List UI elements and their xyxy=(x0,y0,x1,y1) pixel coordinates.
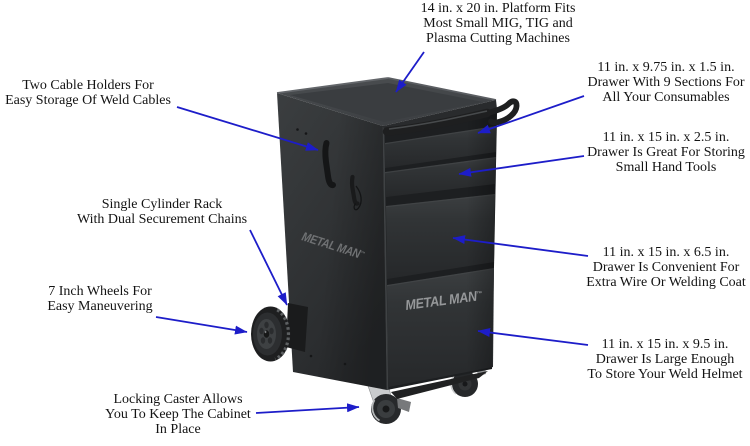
wheel-spoke-hole xyxy=(267,337,273,344)
rear-wheel xyxy=(251,303,308,362)
wheel-spoke-hole xyxy=(260,337,266,344)
screw xyxy=(309,354,313,358)
annotation-line: 11 in. x 15 in. x 6.5 in. xyxy=(602,245,730,260)
annotation-line: Small Hand Tools xyxy=(615,160,717,175)
annotation-line: Single Cylinder Rack xyxy=(101,197,223,212)
arrow-drawer-wire-coat xyxy=(452,235,589,257)
annotation-drawer-hand-tools: 11 in. x 15 in. x 2.5 in. Drawer Is Grea… xyxy=(587,130,745,175)
rear-caster-highlight xyxy=(450,375,457,395)
annotation-line: Plasma Cutting Machines xyxy=(426,31,570,46)
platform-tray-recess xyxy=(290,83,483,122)
cart-base xyxy=(391,371,488,399)
arrow-drawer-consumables xyxy=(477,95,585,134)
annotation-wheels: 7 Inch Wheels For Easy Maneuvering xyxy=(47,284,152,314)
arrow-wheels xyxy=(155,316,248,335)
screw xyxy=(304,132,308,135)
annotation-drawer-wire-coat: 11 in. x 15 in. x 6.5 in. Drawer Is Conv… xyxy=(586,245,746,290)
welding-cart: METAL MAN™ METAL MAN™ xyxy=(251,77,520,424)
annotation-line: You To Keep The Cabinet xyxy=(105,407,251,422)
caster-highlight xyxy=(371,399,381,422)
annotation-line: Easy Maneuvering xyxy=(47,299,153,314)
arrow-drawer-helmet xyxy=(477,328,589,346)
annotation-line: To Store Your Weld Helmet xyxy=(587,367,743,382)
arrow-platform xyxy=(395,51,425,93)
annotation-line: Drawer Is Convenient For xyxy=(592,260,740,275)
arrow-locking-caster xyxy=(255,403,360,414)
annotation-locking-caster: Locking Caster Allows You To Keep The Ca… xyxy=(105,392,251,437)
annotation-line: 7 Inch Wheels For xyxy=(48,284,152,299)
annotation-line: 11 in. x 15 in. x 9.5 in. xyxy=(601,337,729,352)
cable-holder-2 xyxy=(349,174,360,206)
cable-holder-1 xyxy=(322,140,336,189)
wheel-spoke-hole xyxy=(269,327,274,335)
platform-front-lip xyxy=(383,100,497,131)
front-right-shade xyxy=(466,113,497,373)
annotation-line: 14 in. x 20 in. Platform Fits xyxy=(420,1,576,16)
annotation-line: Extra Wire Or Welding Coat xyxy=(586,275,746,290)
annotation-cylinder-rack: Single Cylinder Rack With Dual Securemen… xyxy=(77,197,247,227)
platform-rim-highlight-left xyxy=(276,77,389,94)
wheel-axle-cap xyxy=(263,330,270,338)
annotation-line: With Dual Securement Chains xyxy=(76,212,248,227)
annotation-line: 11 in. x 15 in. x 2.5 in. xyxy=(602,130,730,145)
annotation-line: Drawer Is Great For Storing xyxy=(587,145,745,160)
annotation-line: Locking Caster Allows xyxy=(113,392,243,407)
arrow-cylinder-rack xyxy=(249,229,288,306)
annotation-drawer-helmet: 11 in. x 15 in. x 9.5 in. Drawer Is Larg… xyxy=(587,337,742,382)
screw xyxy=(296,128,299,131)
cart-handle-loop xyxy=(484,98,520,126)
annotation-line: Drawer With 9 Sections For xyxy=(587,75,745,90)
annotation-platform: 14 in. x 20 in. Platform Fits Most Small… xyxy=(421,1,576,46)
arrow-cable-holders xyxy=(176,106,319,151)
annotation-line: All Your Consumables xyxy=(602,90,730,105)
cart-handle-bar xyxy=(382,108,492,136)
wheel-spoke-hole xyxy=(264,321,269,329)
cart-corner-edge xyxy=(382,126,389,391)
annotation-line: 11 in. x 9.75 in. x 1.5 in. xyxy=(597,60,735,75)
annotation-line: Easy Storage Of Weld Cables xyxy=(5,93,171,108)
wheel-bracket xyxy=(286,303,308,352)
caster-hub xyxy=(382,405,390,413)
annotation-line: Drawer Is Large Enough xyxy=(595,352,735,367)
wheel-axle-glint xyxy=(264,330,267,334)
callout-arrows xyxy=(155,51,589,414)
annotation-drawer-consumables: 11 in. x 9.75 in. x 1.5 in. Drawer With … xyxy=(587,60,744,105)
screw xyxy=(343,362,347,366)
caster-lock-lever xyxy=(397,398,411,412)
annotation-cable-holders: Two Cable Holders For Easy Storage Of We… xyxy=(5,78,171,108)
annotation-line: In Place xyxy=(155,422,201,437)
cart-handle-highlight xyxy=(388,110,488,130)
arrow-drawer-hand-tools xyxy=(458,155,585,177)
wheel-tread xyxy=(274,308,291,361)
rear-caster-hub xyxy=(462,381,468,387)
wheel-spoke-hole xyxy=(259,327,264,335)
annotation-line: Two Cable Holders For xyxy=(22,78,154,93)
hanging-cable xyxy=(353,185,362,211)
annotation-line: Most Small MIG, TIG and xyxy=(423,16,573,31)
